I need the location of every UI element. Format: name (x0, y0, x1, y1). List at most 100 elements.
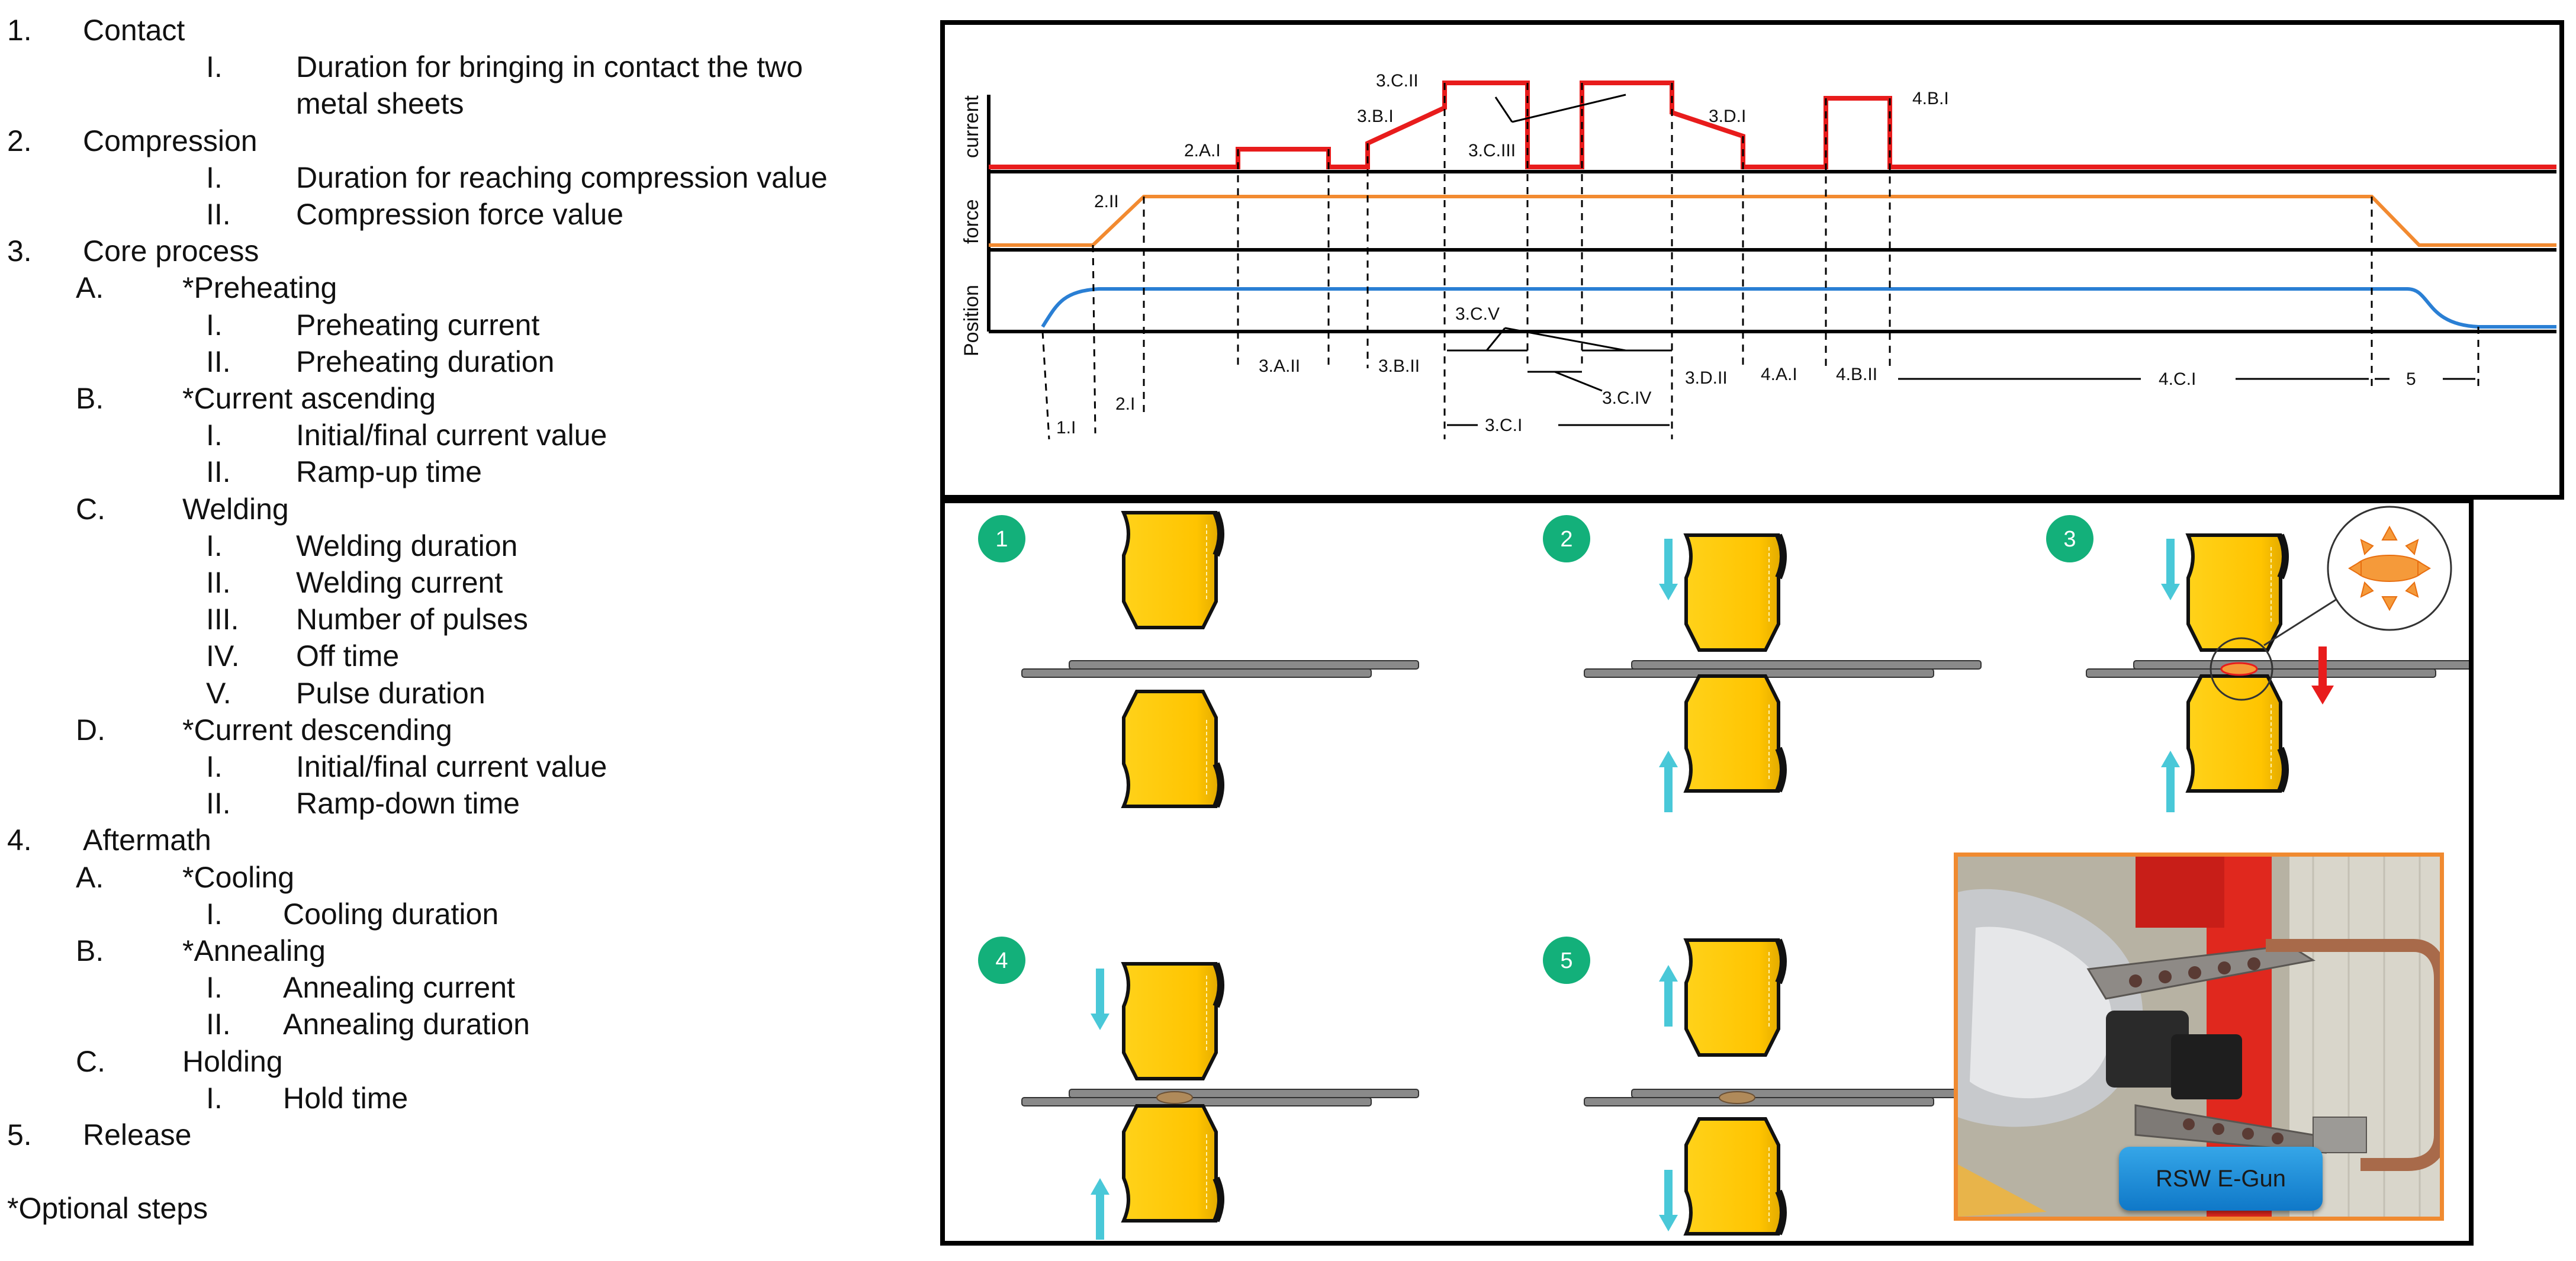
outline-item-text: Welding (182, 492, 289, 526)
dim-3CIII-lead (1494, 96, 1513, 123)
heat-burst-icon (2348, 525, 2431, 612)
step-badge-3 (2046, 515, 2093, 562)
label-4CI: 4.C.I (2159, 369, 2196, 389)
outline-item-text: *Annealing (182, 934, 326, 967)
axis-label-current: current (960, 95, 983, 158)
label-3BII: 3.B.II (1378, 356, 1420, 376)
step-badge-4 (978, 937, 1025, 984)
label-3BI: 3.B.I (1357, 107, 1394, 126)
outline-item-text: Ramp-up time (296, 455, 482, 489)
outline-item-number: 1. (7, 14, 32, 47)
outline-item-text: Compression force value (296, 198, 624, 231)
step-badge-2-label: 2 (1560, 527, 1572, 552)
outline-item-text: Annealing current (283, 971, 515, 1005)
outline-item-number: A. (76, 860, 104, 894)
outline-item-number: A. (76, 271, 104, 305)
weld-nugget (1156, 1091, 1193, 1104)
outline-item-text: Duration for reaching compression value (296, 160, 828, 194)
force-arrow-icon (2311, 646, 2334, 705)
outline-item-number: I. (206, 308, 223, 342)
dim-3CIV-lead (1554, 371, 1603, 392)
outline-item-number: V. (206, 676, 231, 710)
outline-item-text: Number of pulses (296, 603, 528, 636)
step-badge-3-label: 3 (2063, 527, 2076, 552)
timing-svg: current force Position (960, 71, 2556, 440)
step-badge-4-label: 4 (995, 948, 1008, 973)
label-1I: 1.I (1056, 418, 1076, 438)
outline-item-text: metal sheets (296, 87, 464, 121)
outline-item-number: I. (206, 529, 223, 562)
outline-item-text: *Preheating (182, 271, 337, 305)
outline-item-text: Aftermath (83, 823, 211, 857)
dim-3CV-lead1 (1485, 327, 1506, 351)
rsw-e-gun-label: RSW E-Gun (2119, 1147, 2323, 1211)
outline-item-text: Hold time (283, 1081, 409, 1115)
outline-item-text: Ramp-down time (296, 787, 520, 821)
outline-item-text: Welding duration (296, 529, 518, 562)
step-3: 3 (2046, 506, 2469, 812)
outline-item-text: Cooling duration (283, 897, 499, 931)
label-4BII: 4.B.II (1836, 365, 1877, 384)
label-2AI: 2.A.I (1184, 141, 1221, 160)
outline-item-number: B. (76, 934, 104, 967)
outline-item-text: Core process (83, 234, 259, 268)
outline-item-number: II. (206, 198, 231, 231)
step-badge-1 (978, 515, 1025, 562)
step-badge-5 (1543, 937, 1590, 984)
outline-item-number: I. (206, 897, 223, 931)
dim-3CV-lead2 (1504, 327, 1626, 352)
label-4AI: 4.A.I (1761, 365, 1797, 384)
outline-item-number: 2. (7, 124, 32, 157)
weld-nugget-final (1719, 1091, 1755, 1104)
label-3CIV: 3.C.IV (1602, 388, 1651, 408)
outline-item-text: Initial/final current value (296, 750, 607, 783)
outline-item-number: 5. (7, 1118, 32, 1151)
label-2II: 2.II (1094, 192, 1119, 211)
outline-item-number: I. (206, 160, 223, 194)
electrode-steps-panel: 1 2 3 (940, 498, 2474, 1246)
position-trace (1041, 287, 2556, 329)
dim-3CIII-lead2 (1511, 94, 1626, 123)
outline-item-number: II. (206, 455, 231, 489)
outline-item-text: Duration for bringing in contact the two (296, 50, 803, 84)
outline-item-number: II. (206, 345, 231, 378)
label-3DII: 3.D.II (1685, 368, 1728, 388)
outline-item-text: Pulse duration (296, 676, 485, 710)
outline-item-text: *Cooling (182, 860, 295, 894)
outline-item-number: II. (206, 1008, 231, 1041)
label-3AII: 3.A.II (1259, 356, 1300, 376)
outline-item-number: C. (76, 492, 105, 526)
outline-item-number: I. (206, 750, 223, 783)
step-badge-5-label: 5 (1560, 948, 1572, 973)
guide-1 (1041, 331, 1050, 440)
outline-item-text: *Current ascending (182, 382, 436, 415)
axis-label-force: force (960, 199, 983, 244)
outline-item-number: C. (76, 1044, 105, 1078)
outline-item-number: I. (206, 419, 223, 452)
step-4: 4 (978, 937, 1419, 1240)
outline-item-number: III. (206, 603, 239, 636)
outline-item-number: B. (76, 382, 104, 415)
step-1: 1 (978, 513, 1419, 806)
outline-item-number: II. (206, 566, 231, 599)
guide-2 (1092, 245, 1096, 434)
label-3DI: 3.D.I (1709, 107, 1746, 126)
label-3CV: 3.C.V (1455, 304, 1500, 324)
outline-item-text: Preheating duration (296, 345, 555, 378)
axis-label-position: Position (960, 285, 983, 356)
outline-item-number: D. (76, 713, 105, 747)
rsw-gun-photo: RSW E-Gun (1954, 853, 2444, 1221)
steps-svg: 1 2 3 (978, 506, 2469, 1240)
step-badge-1-label: 1 (995, 527, 1008, 552)
outline-item-text: Contact (83, 14, 185, 47)
outline-item-text: Initial/final current value (296, 419, 607, 452)
outline-item-text: Preheating current (296, 308, 540, 342)
outline-item-text: Off time (296, 639, 400, 673)
step-2: 2 (1543, 515, 1982, 812)
outline-item-number: IV. (206, 639, 240, 673)
outline-item-number: I. (206, 971, 223, 1005)
label-4BI: 4.B.I (1912, 89, 1949, 108)
current-trace (989, 81, 2556, 169)
label-5: 5 (2406, 369, 2416, 389)
